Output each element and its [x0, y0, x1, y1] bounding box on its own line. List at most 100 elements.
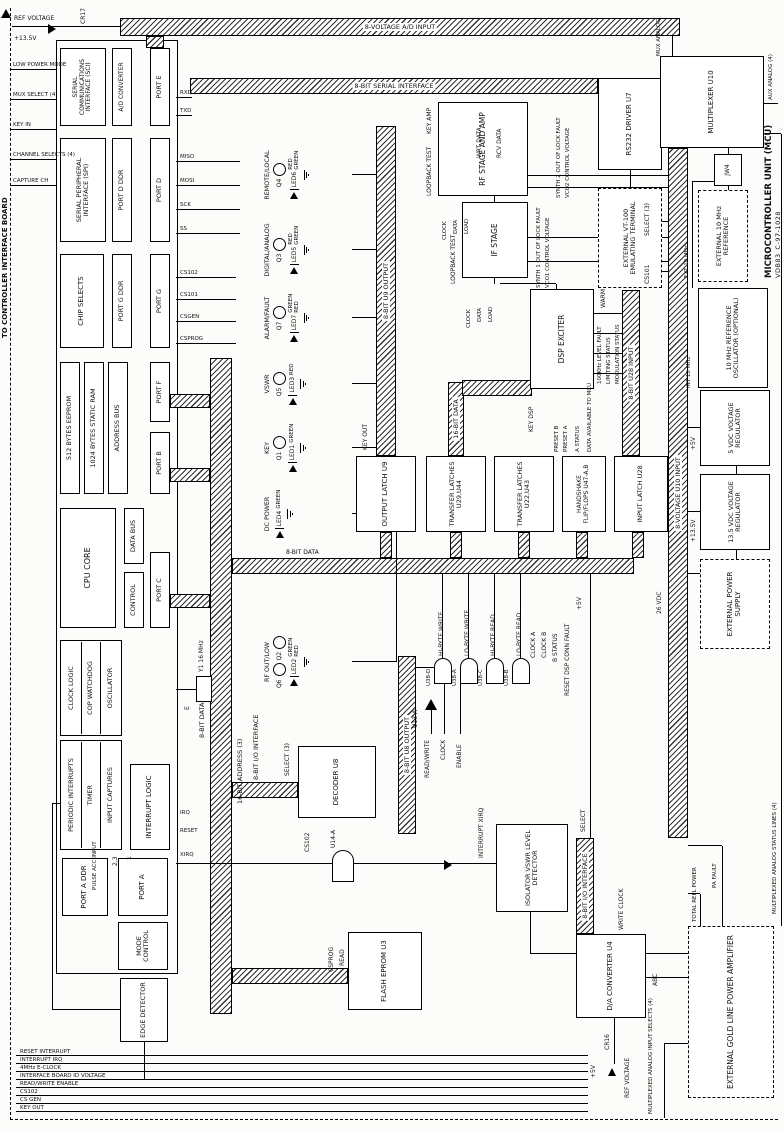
wire [16, 1079, 588, 1080]
port-f: PORT F [150, 362, 170, 422]
wire [431, 710, 432, 734]
signal-label: CSPROG [328, 946, 335, 972]
signal-label: KEY AMP [426, 107, 433, 134]
clock-logic-row: OSCILLATOR [100, 642, 121, 734]
logic-gate-icon [512, 658, 530, 684]
signal-label: CHANNEL SELECTS (4) [13, 152, 75, 158]
led-color-label: RED [294, 645, 301, 657]
wire [10, 99, 56, 100]
signal-label: VCO1 CONTROL VOLTAGE [545, 217, 551, 288]
drawing-title: MICROCONTROLLER UNIT (MCU) [764, 124, 774, 278]
wire [176, 115, 192, 116]
bus-stub-u47 [576, 532, 588, 558]
signal-label: SELECT (3) [644, 203, 651, 236]
signal-label: XIRQ [180, 852, 194, 858]
wire [16, 1095, 588, 1096]
ground-icon [303, 245, 311, 255]
wire [10, 129, 56, 130]
decoder-u8: DECODER U8 [298, 746, 376, 818]
port-d: PORT D [150, 138, 170, 242]
signal-label: KEY OUT [20, 1105, 44, 1111]
ground-icon [303, 170, 311, 180]
flash-eprom-u3: FLASH EPROM U3 [348, 932, 422, 1010]
wire [16, 1063, 588, 1064]
led-color-label: GREEN [294, 150, 301, 170]
signal-label: SYNTH 1 OUT OF LOCK FAULT [536, 207, 542, 288]
ground-icon [303, 313, 311, 323]
inverter-icon [425, 699, 437, 710]
boundary-title: TO CONTROLLER INTERFACE BOARD [1, 197, 9, 338]
wire [688, 511, 700, 512]
led-bar-icon [289, 676, 299, 678]
led-bar-icon [289, 189, 299, 191]
port-g: PORT G [150, 254, 170, 348]
ground-icon [287, 509, 294, 519]
bus-label: 8-BIT U8 OUTPUT [403, 714, 411, 776]
signal-label: SCK [180, 202, 191, 208]
signal-label: DATA [453, 219, 459, 234]
bus-label: 8-VOLTAGE A/D INPUT [362, 23, 438, 31]
bus-label: 8-BIT U28 INPUT [627, 344, 635, 402]
signal-label: E [184, 706, 191, 710]
transistor-row: Q4 [273, 162, 286, 187]
wire [352, 249, 376, 250]
signal-label: LO-BYTE READ [516, 612, 523, 656]
bus-main-spine [210, 358, 232, 1014]
signal-label: READ/WRITE [424, 739, 431, 778]
signal-label: CSGEN [180, 314, 200, 320]
signal-label: LO-BYTE WRITE [464, 609, 471, 656]
isolator-vswr-level-detector: ISOLATOR VSWR LEVEL DETECTOR [496, 824, 568, 912]
external-power-supply: EXTERNAL POWER SUPPLY [700, 559, 770, 649]
signal-label: U38-C [478, 669, 484, 686]
bus-u28-input: 8-BIT U28 INPUT [622, 290, 640, 456]
wire [176, 161, 240, 162]
signal-label: KEY OUT [362, 423, 369, 450]
bus-label: 8-BIT SERIAL INTERFACE [352, 82, 436, 90]
diode-icon [444, 860, 452, 870]
led-colors: GREEN [276, 490, 282, 509]
d-a-converter-u4: D/A CONVERTER U4 [576, 934, 646, 1018]
signal-label: VCO2 CONTROL VOLTAGE [565, 127, 571, 198]
transistor-icon [273, 162, 286, 176]
bus-stub-u28 [632, 532, 644, 558]
transistor-label: Q7 [276, 321, 283, 331]
signal-label: DATA [477, 307, 483, 322]
logic-gate-icon [486, 658, 504, 684]
eeprom: 512 BYTES EEPROM [60, 362, 80, 494]
port-g-ddr: PORT G DDR [112, 254, 132, 348]
bus-drop-port-c [170, 594, 210, 608]
wire [16, 1071, 588, 1072]
signal-label: MUX SELECT (4) [13, 92, 58, 98]
led-label: LED5 [290, 246, 298, 263]
bus-stub-u22 [518, 532, 530, 558]
wire [672, 36, 673, 56]
signal-label: SELECT [580, 809, 587, 832]
signal-label: CS102 [20, 1089, 38, 1095]
wire [444, 684, 445, 734]
signal-label: CS102 [180, 270, 198, 276]
handshake-flip-flops-u47: HANDSHAKE FLIP/FLOPS U47-A,B [562, 456, 606, 532]
wire [764, 133, 781, 134]
signal-label: CR17 [80, 8, 87, 24]
interrupt-logic: INTERRUPT LOGIC [130, 764, 170, 850]
signal-label: AUX ANALOG (4) [768, 54, 774, 100]
signal-label: PA FAULT [712, 863, 718, 888]
port-e: PORT E [150, 48, 170, 126]
external-10mhz-reference: EXTERNAL 10 MHz REFERENCE [698, 190, 748, 282]
timer-row: PERIODIC INTERRUPTS [66, 758, 75, 832]
interface-boundary-top [10, 8, 11, 1120]
led-color-label: GREEN [289, 423, 296, 443]
signal-label: RXD [180, 90, 192, 96]
signal-label: U38-D [426, 668, 432, 686]
sci: SERIAL COMMUNICATIONS INTERFACE (SCI) [60, 48, 106, 126]
wire [16, 1087, 588, 1088]
signal-label: 26 VDC [656, 591, 663, 614]
diode-icon [608, 1068, 616, 1076]
